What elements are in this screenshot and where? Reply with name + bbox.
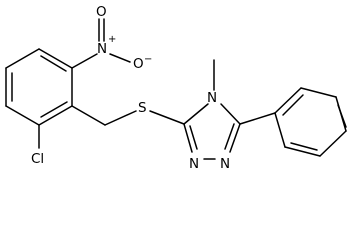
nitro-minus-charge: −	[144, 54, 152, 65]
bond-c5-n1-b	[224, 123, 235, 150]
ring-bond-4	[5, 105, 40, 126]
bond-n2-c3-a	[183, 123, 193, 153]
bond-n4-c5	[220, 103, 241, 125]
phenyl-bond-4	[319, 130, 347, 157]
phenyl-bond-2	[300, 87, 337, 98]
nitro-group: N + O O −	[71, 4, 152, 72]
phenyl-double-2	[337, 104, 347, 128]
chloro-substituent: Cl	[31, 124, 44, 167]
structure-canvas: N + O O − Cl S N N N	[5, 4, 347, 172]
triazole-ring: N N N	[183, 90, 241, 172]
ring-double-2	[40, 101, 68, 118]
triazole-n2-label: N	[189, 156, 199, 172]
ring-bond-3	[38, 105, 73, 126]
phenyl-double-3	[290, 142, 318, 151]
phenyl-ring	[239, 87, 347, 157]
nitro-plus-charge: +	[108, 34, 116, 45]
nitrochlorophenyl-ring	[5, 48, 73, 126]
bond-ch2-s	[104, 110, 137, 126]
phenyl-bond-6	[274, 112, 286, 148]
phenyl-double-1	[282, 94, 304, 116]
chemical-structure: N + O O − Cl S N N N	[5, 4, 347, 172]
bond-n-o-right	[109, 53, 131, 63]
bond-c3-n4	[183, 103, 209, 125]
phenyl-bond-1	[274, 87, 302, 114]
chlorine-label: Cl	[31, 151, 44, 167]
triazole-n4-label: N	[207, 90, 217, 106]
bond-s-triazole	[149, 110, 185, 125]
thioether-linker: S	[71, 100, 185, 126]
nitro-nitrogen-label: N	[97, 41, 107, 57]
ring-bond-6	[5, 48, 40, 69]
nitro-oxygen-right-label: O	[133, 56, 144, 72]
sulfur-label: S	[138, 100, 147, 116]
bond-c5-n1-a	[229, 123, 241, 153]
ring-bond-1	[38, 48, 73, 69]
bond-c5-phenyl	[239, 112, 276, 125]
triazole-n1-label: N	[220, 156, 230, 172]
phenyl-bond-5	[284, 146, 321, 157]
ring-double-1	[40, 55, 67, 72]
bond-ring-no2	[71, 53, 98, 69]
nitro-oxygen-top-label: O	[96, 4, 107, 20]
bond-n2-c3-b	[189, 125, 198, 150]
bond-ring-ch2	[71, 105, 106, 126]
